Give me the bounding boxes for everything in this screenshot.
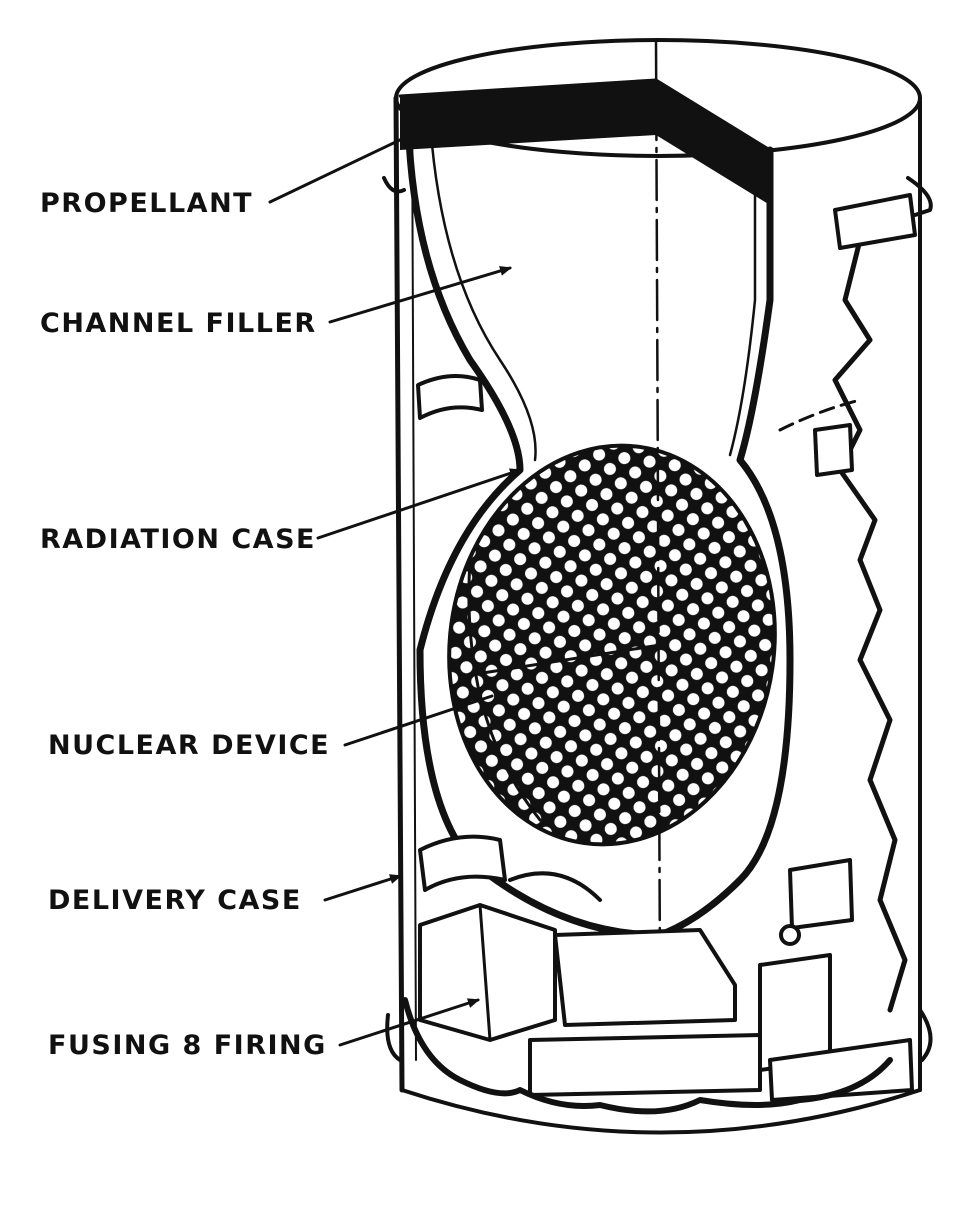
cutaway-edge [832, 237, 908, 1013]
leader-channel-filler [328, 266, 512, 324]
device-diameter-line [468, 643, 662, 677]
label-channel-filler: CHANNEL FILLER [40, 308, 317, 339]
leader-nuclear-device [343, 694, 494, 747]
leader-lines [268, 136, 522, 1047]
leader-delivery-case [323, 874, 402, 902]
nuclear-device-sphere [447, 443, 777, 847]
leader-fusing-firing [338, 998, 480, 1047]
label-delivery-case: DELIVERY CASE [48, 885, 302, 916]
label-propellant: PROPELLANT [40, 188, 254, 219]
label-nuclear-device: NUCLEAR DEVICE [48, 730, 331, 761]
center-axis [654, 38, 662, 982]
label-radiation-case: RADIATION CASE [40, 524, 316, 555]
label-fusing-firing: FUSING 8 FIRING [48, 1030, 327, 1061]
mounting-brackets [416, 193, 917, 930]
fusing-firing-components [402, 871, 914, 1115]
leader-radiation-case [316, 468, 522, 540]
leader-propellant [268, 136, 406, 204]
